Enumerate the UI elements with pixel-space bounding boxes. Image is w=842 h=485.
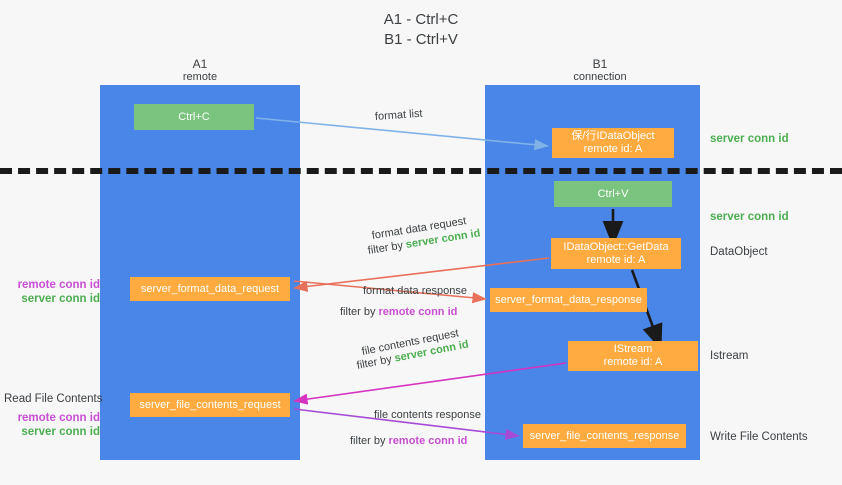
- node-dataobject[interactable]: 保/行IDataObject remote id: A: [552, 128, 674, 158]
- side-label-server-conn-id-top: server conn id: [710, 133, 789, 145]
- node-file-response-label: server_file_contents_response: [529, 429, 680, 442]
- server-conn-id-text: server conn id: [21, 293, 100, 305]
- page-title: A1 - Ctrl+C B1 - Ctrl+V: [0, 10, 842, 50]
- server-conn-id-text: server conn id: [21, 426, 100, 438]
- node-ctrl-v-label: Ctrl+V: [597, 187, 629, 200]
- node-dataobject-subtitle: remote id: A: [583, 143, 643, 155]
- node-ctrl-c[interactable]: Ctrl+C: [134, 104, 254, 130]
- node-getdata-title: IDataObject::GetData: [563, 240, 669, 253]
- node-istream[interactable]: IStream remote id: A: [568, 341, 698, 371]
- node-dataobject-title: 保/行IDataObject: [571, 130, 655, 142]
- node-server-file-contents-response[interactable]: server_file_contents_response: [523, 424, 686, 448]
- side-label-server-conn-id-mid: server conn id: [710, 211, 789, 223]
- phase-divider: [0, 168, 842, 174]
- node-server-format-data-request[interactable]: server_format_data_request: [130, 277, 290, 301]
- node-server-format-data-response[interactable]: server_format_data_response: [490, 288, 647, 312]
- node-format-request-label: server_format_data_request: [140, 282, 280, 295]
- edge-label-format-list: format list: [374, 107, 423, 123]
- title-line-2: B1 - Ctrl+V: [384, 31, 458, 48]
- remote-conn-id-text: remote conn id: [378, 306, 458, 318]
- remote-conn-id-text: remote conn id: [17, 279, 100, 291]
- column-header-a1-name: A1: [192, 57, 208, 71]
- side-label-istream: Istream: [710, 350, 749, 362]
- node-istream-title: IStream: [613, 343, 653, 355]
- side-label-conn-ids-lower: remote conn id server conn id: [8, 411, 100, 439]
- column-header-a1: A1 remote: [120, 58, 280, 84]
- side-label-read-file-contents: Read File Contents: [4, 393, 103, 405]
- column-header-a1-role: remote: [182, 71, 218, 83]
- remote-conn-id-text: remote conn id: [17, 412, 100, 424]
- side-label-conn-ids-upper: remote conn id server conn id: [8, 278, 100, 306]
- column-header-b1: B1 connection: [520, 58, 680, 84]
- node-server-file-contents-request[interactable]: server_file_contents_request: [130, 393, 290, 417]
- node-istream-subtitle: remote id: A: [603, 356, 663, 368]
- node-getdata-subtitle: remote id: A: [586, 253, 646, 266]
- filter-by-text: filter by: [350, 435, 389, 447]
- edge-label-format-data-response-filter: filter by remote conn id: [340, 305, 457, 320]
- node-file-request-label: server_file_contents_request: [139, 398, 281, 411]
- node-format-response-label: server_format_data_response: [495, 293, 642, 306]
- node-ctrl-v[interactable]: Ctrl+V: [554, 181, 672, 207]
- node-ctrl-c-label: Ctrl+C: [178, 110, 210, 123]
- filter-by-text: filter by: [340, 306, 379, 318]
- edge-label-format-data-response: format data response: [363, 285, 467, 297]
- node-idataobject-getdata[interactable]: IDataObject::GetData remote id: A: [551, 238, 681, 269]
- column-header-b1-role: connection: [573, 71, 627, 83]
- side-label-dataobject: DataObject: [710, 246, 768, 258]
- remote-conn-id-text: remote conn id: [388, 435, 468, 447]
- edge-label-file-contents-response: file contents response: [374, 409, 482, 421]
- edge-label-file-contents-response-filter: filter by remote conn id: [350, 434, 467, 449]
- side-label-write-file-contents: Write File Contents: [710, 431, 808, 443]
- column-header-b1-name: B1: [592, 57, 608, 71]
- title-line-1: A1 - Ctrl+C: [383, 11, 459, 28]
